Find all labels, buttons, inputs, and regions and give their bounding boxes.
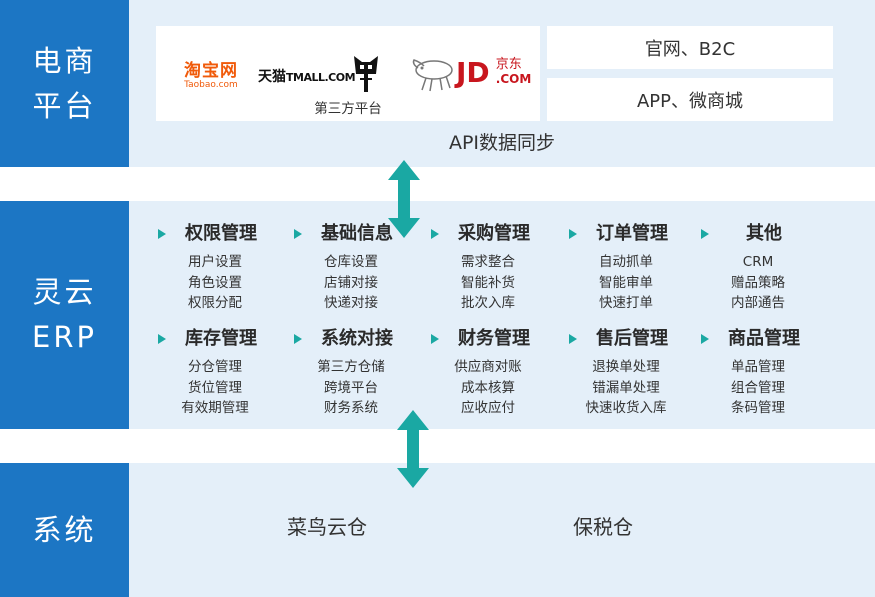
erp-module-title: 其他 — [693, 221, 823, 247]
taobao-logo: 淘宝网 Taobao.com — [176, 62, 246, 91]
system-item-bonded: 保税仓 — [573, 515, 633, 539]
channel-app-microstore: APP、微商城 — [547, 78, 833, 121]
tmall-cat-icon — [354, 56, 378, 92]
tmall-logo-en: TMALL.COM — [286, 71, 356, 84]
triangle-bullet-icon — [158, 334, 166, 344]
erp-module-title: 商品管理 — [693, 326, 823, 352]
erp-module-item: 货位管理 — [188, 379, 242, 396]
erp-module-item: 权限分配 — [188, 295, 242, 311]
tmall-logo: 天猫TMALL.COM — [258, 66, 356, 86]
erp-module-item: 分仓管理 — [188, 359, 242, 375]
erp-module-item: 财务系统 — [324, 400, 378, 416]
erp-module-item: 用户设置 — [188, 254, 242, 270]
double-arrow-icon-upper — [388, 160, 420, 238]
erp-module: 售后管理退换单处理错漏单处理快速收货入库 — [561, 326, 691, 419]
erp-module: 其他 CRM 赠品策略内部通告 — [693, 221, 823, 314]
third-party-caption: 第三方平台 — [314, 101, 382, 117]
erp-module-item: 应收应付 — [461, 400, 515, 416]
erp-module-item: 快速收货入库 — [585, 400, 667, 416]
platform-label: 电商 平台 — [0, 0, 129, 167]
system-band — [0, 463, 875, 597]
erp-module-title-text: 商品管理 — [728, 328, 800, 349]
erp-module-item: 快速打单 — [599, 295, 653, 311]
erp-module-item: CRM — [742, 254, 774, 270]
erp-module-item: 角色设置 — [188, 274, 242, 291]
erp-module: 采购管理需求整合智能补货批次入库 — [423, 221, 553, 314]
triangle-bullet-icon — [701, 229, 709, 239]
erp-module-title: 采购管理 — [423, 221, 553, 247]
erp-module-item: 组合管理 — [731, 379, 785, 396]
channel-website-b2c: 官网、B2C — [547, 26, 833, 69]
erp-module-item: 错漏单处理 — [592, 379, 660, 396]
taobao-logo-sub: Taobao.com — [184, 80, 238, 90]
erp-module-item: 快递对接 — [324, 295, 378, 311]
erp-module: 系统对接第三方仓储跨境平台财务系统 — [286, 326, 416, 419]
erp-module-title-text: 权限管理 — [185, 223, 257, 244]
erp-module-title-text: 采购管理 — [458, 223, 530, 244]
jd-logo-main: JD — [456, 56, 490, 89]
erp-module-item: 批次入库 — [461, 295, 515, 311]
erp-module-item: 自动抓单 — [599, 254, 653, 270]
erp-module-title-text: 系统对接 — [321, 328, 393, 349]
erp-module-item: 店铺对接 — [324, 274, 378, 291]
erp-module-title-text: 其他 — [746, 223, 782, 244]
triangle-bullet-icon — [569, 229, 577, 239]
erp-module: 库存管理分仓管理货位管理有效期管理 — [150, 326, 280, 419]
erp-module-title: 基础信息 — [286, 221, 416, 247]
erp-module-item: 智能补货 — [461, 274, 515, 291]
erp-module-title-text: 基础信息 — [321, 223, 393, 244]
erp-module-item: 跨境平台 — [324, 379, 378, 396]
erp-module-item: 第三方仓储 — [317, 359, 385, 375]
triangle-bullet-icon — [569, 334, 577, 344]
erp-module-title: 订单管理 — [561, 221, 691, 247]
erp-module-title: 库存管理 — [150, 326, 280, 352]
jd-logo-cn: 京东 — [495, 57, 522, 72]
erp-module-title: 权限管理 — [150, 221, 280, 247]
erp-module-item: 仓库设置 — [324, 254, 378, 270]
erp-module-item: 条码管理 — [731, 400, 785, 416]
erp-label: 灵云 ERP — [0, 201, 129, 429]
triangle-bullet-icon — [431, 229, 439, 239]
erp-module-item: 退换单处理 — [592, 359, 660, 375]
erp-module-item: 内部通告 — [731, 295, 785, 311]
triangle-bullet-icon — [431, 334, 439, 344]
erp-band — [0, 201, 875, 429]
system-item-cainiao: 菜鸟云仓 — [287, 515, 367, 539]
triangle-bullet-icon — [158, 229, 166, 239]
triangle-bullet-icon — [294, 229, 302, 239]
erp-module: 商品管理单品管理组合管理条码管理 — [693, 326, 823, 419]
erp-module: 财务管理供应商对账成本核算应收应付 — [423, 326, 553, 419]
erp-module: 订单管理自动抓单智能审单快速打单 — [561, 221, 691, 314]
erp-module: 基础信息仓库设置店铺对接快递对接 — [286, 221, 416, 314]
erp-module-title: 系统对接 — [286, 326, 416, 352]
double-arrow-icon-lower — [397, 410, 429, 488]
erp-module-item: 单品管理 — [731, 359, 785, 375]
erp-module-title-text: 售后管理 — [596, 328, 668, 349]
triangle-bullet-icon — [294, 334, 302, 344]
third-party-box: 淘宝网 Taobao.com 天猫TMALL.COM JD 京东 .COM 第三… — [156, 26, 540, 121]
erp-module-title-text: 财务管理 — [458, 328, 530, 349]
erp-module-item: 供应商对账 — [454, 359, 522, 375]
erp-module-title: 财务管理 — [423, 326, 553, 352]
erp-module: 权限管理用户设置角色设置权限分配 — [150, 221, 280, 314]
system-label: 系统 — [0, 463, 129, 597]
erp-module-title-text: 订单管理 — [596, 223, 668, 244]
jd-logo: JD 京东 .COM — [456, 58, 531, 88]
jd-logo-com: .COM — [495, 72, 532, 86]
api-sync-label: API数据同步 — [448, 132, 556, 154]
triangle-bullet-icon — [701, 334, 709, 344]
erp-module-title: 售后管理 — [561, 326, 691, 352]
erp-module-title-text: 库存管理 — [185, 328, 257, 349]
erp-module-item: 智能审单 — [599, 274, 653, 291]
erp-module-item: 赠品策略 — [731, 274, 785, 291]
jd-dog-icon — [412, 59, 453, 92]
erp-module-item: 有效期管理 — [181, 400, 249, 416]
tmall-logo-cn: 天猫 — [258, 69, 286, 85]
erp-module-item: 需求整合 — [461, 254, 515, 270]
taobao-logo-main: 淘宝网 — [184, 61, 238, 81]
erp-module-item: 成本核算 — [461, 379, 515, 396]
